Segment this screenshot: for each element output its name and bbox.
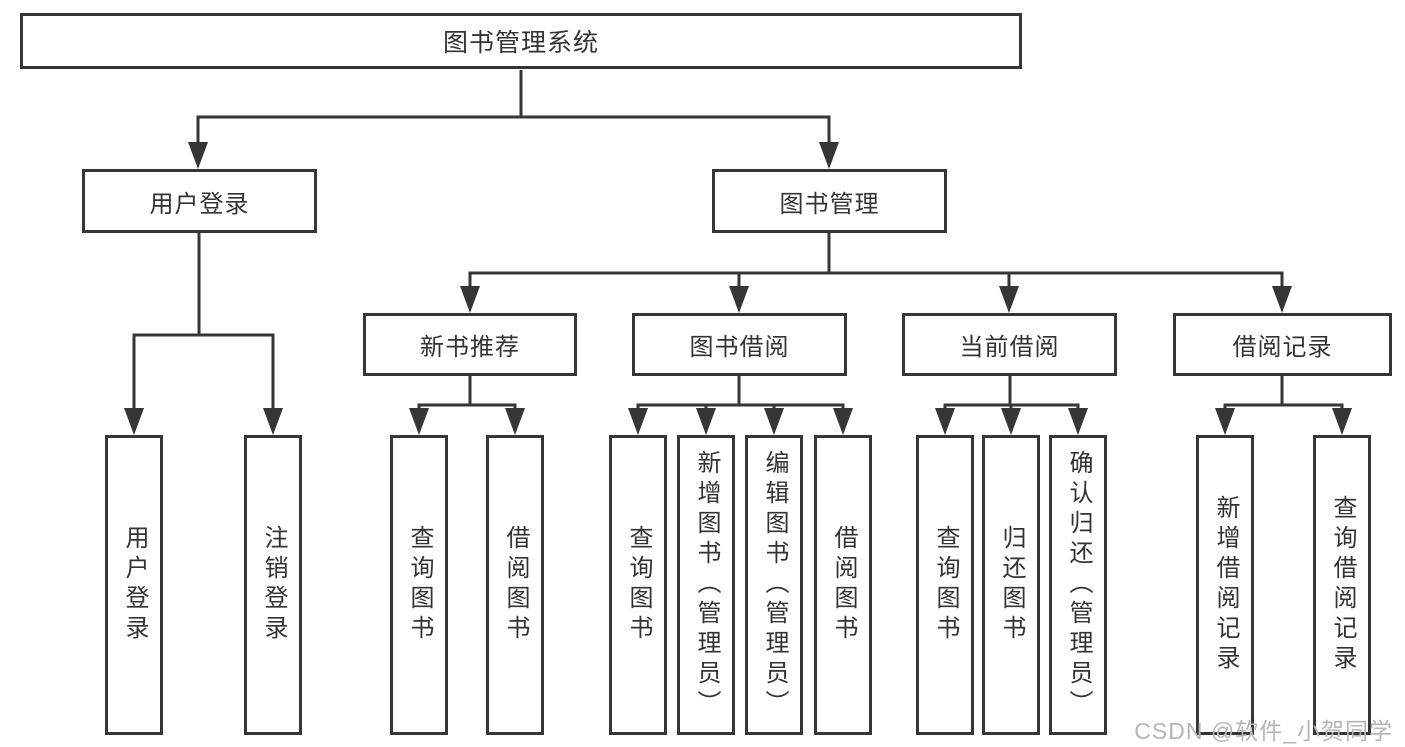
node-label: 借阅图书 [502, 525, 529, 645]
arrowhead [1332, 408, 1352, 435]
node-label: 用户登录 [149, 190, 250, 218]
node-current-borrowing: 当前借阅 [902, 313, 1117, 376]
node-label: 注销登录 [260, 525, 287, 645]
connector-borrowing-to-leaves [636, 376, 845, 415]
node-borrowing-records: 借阅记录 [1173, 313, 1392, 376]
node-label: 图书管理系统 [442, 29, 599, 57]
node-leaf-query-books-3: 查询图书 [916, 435, 974, 735]
node-label: 查询图书 [932, 525, 959, 645]
connector-newbooks-to-leaves [417, 376, 517, 415]
node-leaf-edit-book-admin: 编辑图书（管理员） [745, 435, 803, 735]
connector-userlogin-to-leaves [132, 233, 275, 415]
arrowhead [188, 142, 208, 169]
arrowhead [999, 286, 1019, 313]
node-leaf-add-borrow-record: 新增借阅记录 [1196, 435, 1254, 735]
node-label: 新增借阅记录 [1212, 495, 1239, 675]
arrowhead [263, 408, 283, 435]
node-user-login: 用户登录 [82, 169, 317, 233]
node-leaf-user-login: 用户登录 [105, 435, 163, 735]
connector-records-to-leaves [1223, 376, 1344, 415]
arrowhead [505, 408, 525, 435]
node-leaf-query-books-2: 查询图书 [609, 435, 667, 735]
node-new-book-recommend: 新书推荐 [363, 313, 577, 376]
node-label: 查询图书 [406, 525, 433, 645]
node-leaf-add-book-admin: 新增图书（管理员） [677, 435, 735, 735]
node-library-management-system: 图书管理系统 [20, 13, 1022, 69]
node-label: 新书推荐 [420, 334, 520, 361]
connector-root-to-level2 [196, 70, 831, 150]
node-label: 确认归还（管理员） [1065, 450, 1092, 720]
node-label: 图书借阅 [689, 334, 790, 361]
node-label: 用户登录 [121, 525, 148, 645]
arrowhead [833, 408, 853, 435]
node-leaf-confirm-return-admin: 确认归还（管理员） [1049, 435, 1107, 735]
node-label: 当前借阅 [959, 334, 1060, 361]
arrowhead [124, 408, 144, 435]
node-label: 编辑图书（管理员） [761, 450, 788, 720]
arrowheads [124, 142, 1352, 435]
arrowhead [1215, 408, 1235, 435]
node-label: 图书管理 [779, 190, 880, 218]
arrowhead [1272, 286, 1292, 313]
node-leaf-borrow-books-1: 借阅图书 [486, 435, 544, 735]
node-label: 归还图书 [998, 525, 1025, 645]
node-book-management: 图书管理 [712, 169, 947, 233]
node-label: 借阅图书 [830, 525, 857, 645]
node-leaf-query-borrow-record: 查询借阅记录 [1313, 435, 1371, 735]
arrowhead [1068, 408, 1088, 435]
node-label: 查询借阅记录 [1329, 495, 1356, 675]
node-leaf-borrow-books-2: 借阅图书 [814, 435, 872, 735]
arrowhead [935, 408, 955, 435]
arrowhead [819, 142, 839, 169]
arrowhead [696, 408, 716, 435]
arrowhead [729, 286, 749, 313]
node-leaf-query-books-1: 查询图书 [390, 435, 448, 735]
csdn-watermark: CSDN @软件_小贺同学 [1134, 718, 1393, 744]
arrowhead [764, 408, 784, 435]
node-label: 新增图书（管理员） [693, 450, 720, 720]
arrowhead [460, 286, 480, 313]
connector-bookmgmt-to-level3 [468, 233, 1284, 295]
arrowhead [409, 408, 429, 435]
arrowhead [1001, 408, 1021, 435]
node-book-borrowing: 图书借阅 [632, 313, 847, 376]
arrowhead [628, 408, 648, 435]
node-label: 查询图书 [625, 525, 652, 645]
node-leaf-return-books: 归还图书 [982, 435, 1040, 735]
node-leaf-logout: 注销登录 [244, 435, 302, 735]
node-label: 借阅记录 [1232, 334, 1333, 361]
